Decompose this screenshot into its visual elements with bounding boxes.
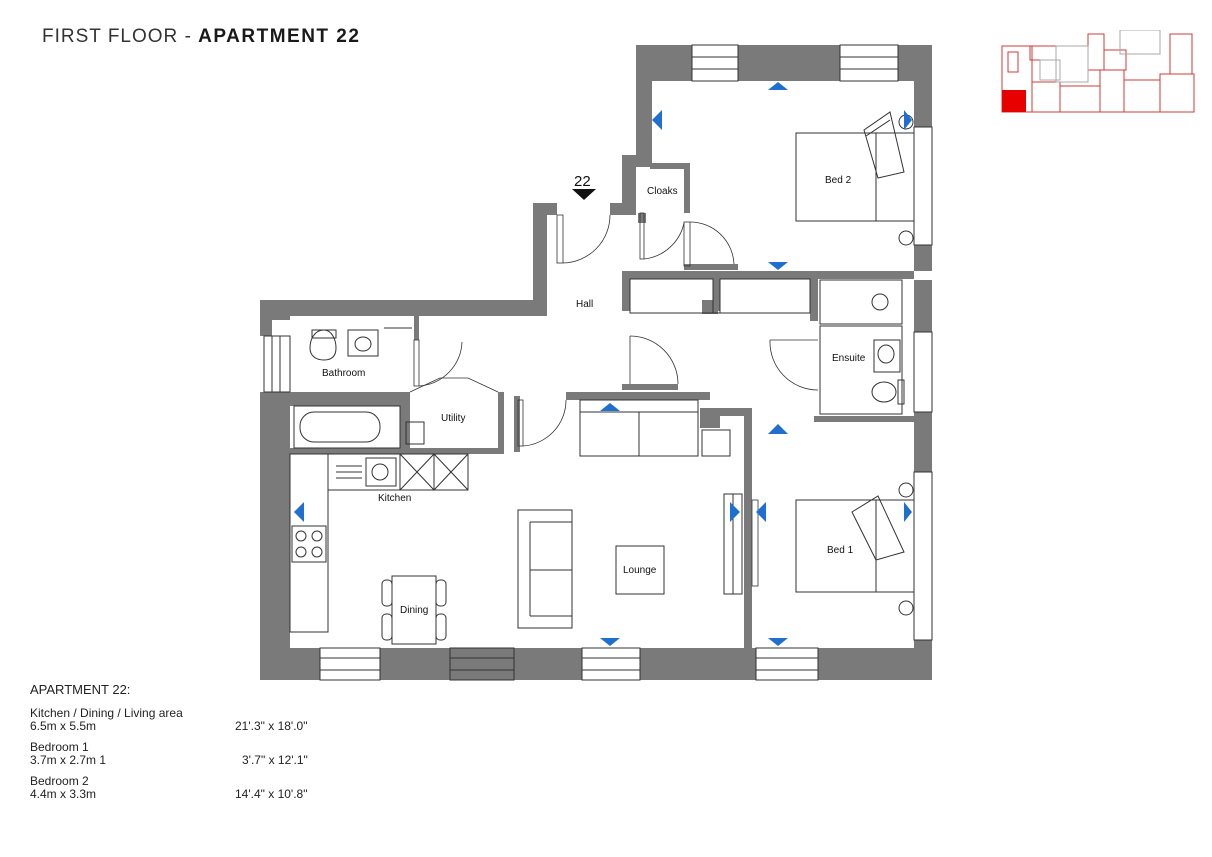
room-label-dining: Dining	[400, 605, 428, 616]
internal-walls	[290, 163, 914, 648]
spec-name: Kitchen / Dining / Living area	[30, 706, 183, 720]
outer-walls	[260, 45, 932, 680]
spec-item-bedroom-2: Bedroom 2 4.4m x 3.3m 14'.4" x 10'.8"	[30, 774, 307, 801]
spec-item-kitchen-dining-living: Kitchen / Dining / Living area 6.5m x 5.…	[30, 706, 307, 733]
room-label-cloaks: Cloaks	[647, 186, 678, 197]
apartment-label: APARTMENT 22	[198, 26, 361, 47]
room-label-kitchen: Kitchen	[378, 493, 411, 504]
spec-metric: 3.7m x 2.7m 1	[30, 753, 107, 767]
spec-imperial: 3'.7" x 12'.1"	[242, 753, 308, 767]
room-label-lounge: Lounge	[623, 565, 657, 576]
spec-name: Bedroom 2	[30, 774, 89, 788]
doors	[409, 212, 819, 587]
apartment-entry-marker	[572, 189, 596, 200]
apartment-number: 22	[574, 173, 591, 190]
spec-item-bedroom-1: Bedroom 1 3.7m x 2.7m 1 3'.7" x 12'.1"	[30, 740, 308, 767]
spec-imperial: 21'.3" x 18'.0"	[235, 719, 308, 733]
room-label-hall: Hall	[576, 299, 593, 310]
apartment-specs: APARTMENT 22: Kitchen / Dining / Living …	[30, 682, 308, 809]
spec-name: Bedroom 1	[30, 740, 89, 754]
key-plan	[1001, 30, 1195, 113]
room-label-bed-1: Bed 1	[827, 545, 854, 556]
viewpoint-arrows	[294, 82, 912, 646]
specs-title: APARTMENT 22:	[30, 682, 131, 697]
spec-imperial: 14'.4" x 10'.8"	[235, 787, 308, 801]
apartment-location-highlight	[1002, 90, 1026, 112]
spec-metric: 6.5m x 5.5m	[30, 719, 97, 733]
page-title: FIRST FLOOR - APARTMENT 22	[42, 26, 360, 48]
room-label-bed-2: Bed 2	[825, 175, 852, 186]
room-label-bathroom: Bathroom	[322, 368, 365, 379]
room-label-ensuite: Ensuite	[832, 353, 866, 364]
floor-label: FIRST FLOOR	[42, 26, 179, 47]
room-label-utility: Utility	[441, 413, 465, 424]
fixtures	[289, 111, 915, 645]
spec-metric: 4.4m x 3.3m	[30, 787, 97, 801]
title-separator: -	[184, 26, 192, 47]
